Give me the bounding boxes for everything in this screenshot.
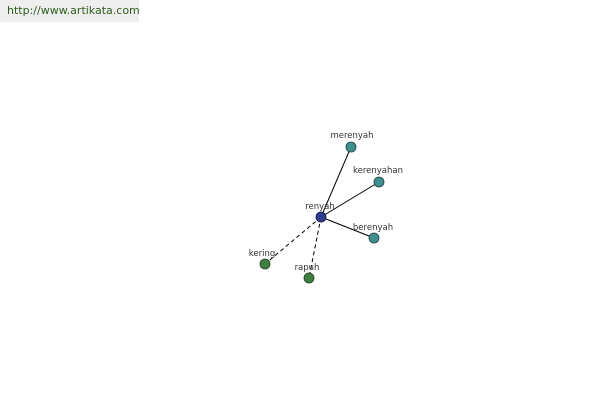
edge-renyah-berenyah xyxy=(320,216,375,239)
nodes-layer: merenyah kerenyahan berenyah kering rapu… xyxy=(249,131,403,284)
node-berenyah[interactable]: berenyah xyxy=(353,223,393,244)
site-url-link[interactable]: http://www.artikata.com xyxy=(0,0,140,22)
node-kering[interactable]: kering xyxy=(249,249,276,270)
node-renyah[interactable]: renyah xyxy=(305,202,335,223)
node-label-renyah: renyah xyxy=(305,202,335,212)
node-label-rapuh: rapuh xyxy=(295,263,320,273)
node-kerenyahan[interactable]: kerenyahan xyxy=(353,166,403,188)
edge-renyah-kerenyahan xyxy=(320,181,380,218)
node-label-merenyah: merenyah xyxy=(330,131,373,141)
node-label-kerenyahan: kerenyahan xyxy=(353,166,403,176)
node-rapuh[interactable]: rapuh xyxy=(295,263,320,284)
node-label-berenyah: berenyah xyxy=(353,223,393,233)
node-merenyah[interactable]: merenyah xyxy=(330,131,374,153)
edges-layer xyxy=(264,146,380,279)
edge-renyah-rapuh xyxy=(308,216,322,279)
edge-renyah-merenyah xyxy=(320,146,352,218)
edge-renyah-kering xyxy=(264,216,322,265)
node-label-kering: kering xyxy=(249,249,276,259)
